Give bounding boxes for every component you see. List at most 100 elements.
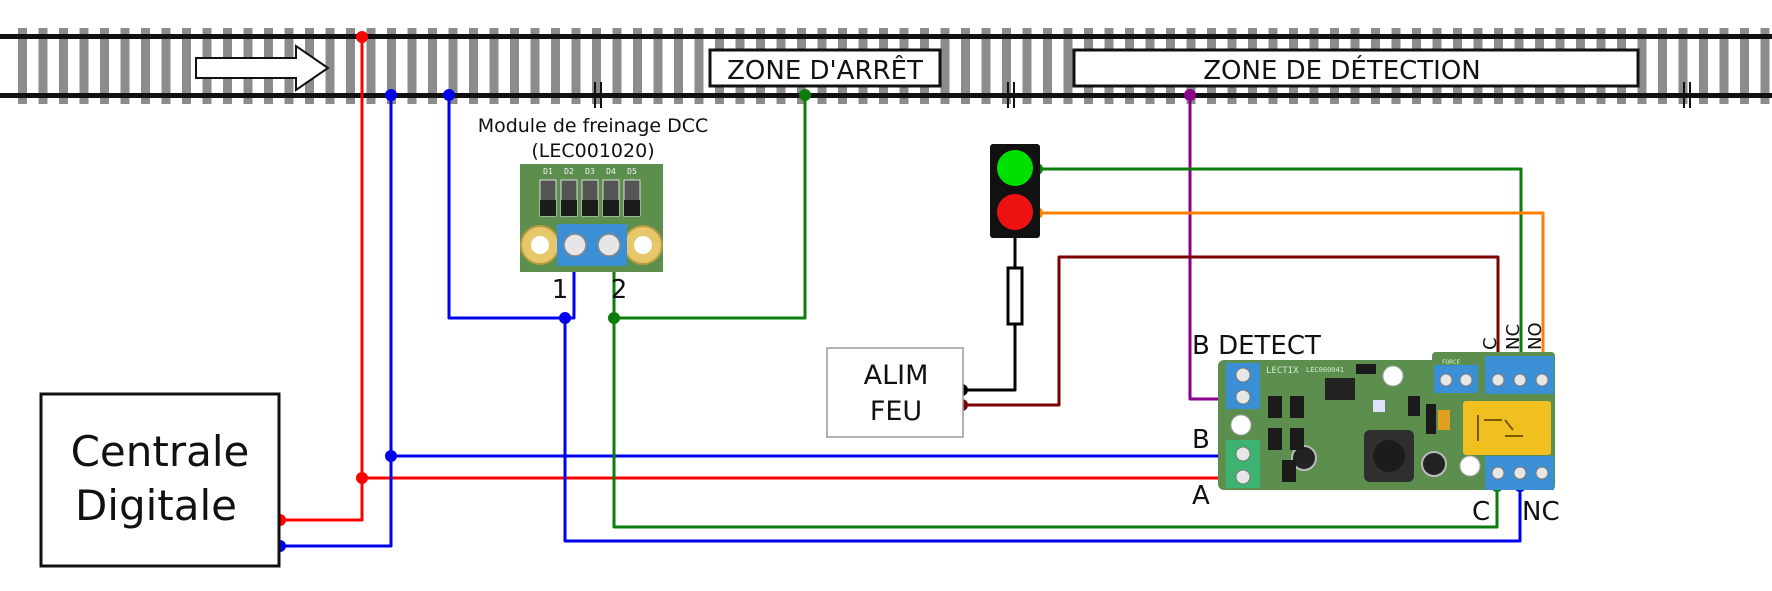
track-sleeper — [981, 28, 991, 104]
diode-label-1: D1 — [543, 167, 553, 176]
track-sleeper — [1022, 28, 1032, 104]
diode-label-2: D2 — [564, 167, 574, 176]
track-sleeper — [530, 28, 540, 104]
track-sleeper — [387, 28, 396, 104]
wire-blue-rail — [280, 95, 393, 548]
wire-red-rail — [280, 37, 364, 522]
module-title-line2: (LEC001020) — [531, 140, 654, 162]
relay-nc-bottom-label: NC — [1522, 497, 1560, 527]
track-sleeper — [346, 28, 355, 104]
diode-band-5 — [624, 200, 640, 216]
track-sleeper — [182, 28, 191, 104]
track-sleeper — [407, 28, 417, 104]
diode-label-3: D3 — [585, 167, 595, 176]
track-sleeper — [18, 28, 27, 104]
wire-blue-relay-nc — [563, 318, 1522, 543]
track-sleeper — [325, 28, 335, 104]
signal-green-lamp — [997, 150, 1033, 186]
track-sleeper — [510, 28, 519, 104]
module-title-line1: Module de freinage DCC — [478, 115, 709, 137]
wire-darkred-alim — [962, 255, 1500, 407]
diode-band-4 — [603, 200, 619, 216]
relay-c-bottom-label: C — [1472, 497, 1490, 527]
relay-no-top-label: NO — [1525, 322, 1546, 350]
centrale-line1: Centrale — [71, 427, 250, 476]
board-ref: LEC000041 — [1306, 366, 1344, 374]
zone-detection-label: ZONE DE DÉTECTION — [1072, 48, 1640, 88]
relay-nc-top-label: NC — [1503, 324, 1524, 350]
track-sleeper — [469, 28, 478, 104]
dot-blue-module-split — [559, 312, 571, 324]
track-sleeper — [1063, 28, 1073, 104]
alim-line1: ALIM — [864, 360, 929, 391]
direction-arrow-icon — [195, 44, 330, 92]
detector-board: LECTIX LEC000041 FORCE — [1218, 352, 1555, 490]
resistor-icon — [1006, 266, 1024, 326]
track-sleeper — [161, 28, 171, 104]
track-sleeper — [1719, 28, 1729, 104]
diode-band-2 — [561, 200, 577, 216]
track-sleeper — [1740, 28, 1749, 104]
rail-bottom — [0, 93, 1772, 98]
relay-c-top-label: C — [1480, 337, 1501, 350]
track-sleeper — [551, 28, 560, 104]
alim-feu-box: ALIM FEU — [826, 347, 964, 438]
track-sleeper — [448, 28, 458, 104]
wire-black-alim — [962, 324, 1017, 392]
zone-arret-label: ZONE D'ARRÊT — [708, 48, 942, 88]
input-a-label: A — [1192, 481, 1210, 511]
centrale-digitale-box: Centrale Digitale — [39, 392, 281, 568]
track-sleeper — [592, 28, 601, 104]
diode-label-4: D4 — [606, 167, 616, 176]
board-force: FORCE — [1442, 359, 1460, 366]
track-sleeper — [79, 28, 89, 104]
track-sleeper — [428, 28, 437, 104]
dot-purple-rail — [1184, 89, 1196, 101]
track-sleeper — [940, 28, 950, 104]
rail-insulator-3 — [1683, 82, 1691, 108]
wire-green-relay-c — [612, 318, 1499, 529]
dot-red-rail — [356, 31, 368, 43]
zone-arret-text: ZONE D'ARRÊT — [727, 54, 923, 86]
track-sleeper — [1760, 28, 1770, 104]
input-b-label: B — [1192, 425, 1210, 455]
track-sleeper — [38, 28, 48, 104]
dot-green-rail — [799, 89, 811, 101]
module-terminal-1-label: 1 — [552, 275, 569, 305]
wire-green-module-2 — [612, 95, 807, 320]
rail-top — [0, 34, 1772, 39]
track-sleeper — [489, 28, 499, 104]
track-sleeper — [1043, 28, 1052, 104]
diode-band-3 — [582, 200, 598, 216]
dot-blue-junction — [385, 450, 397, 462]
track-sleeper — [674, 28, 683, 104]
rail-insulator-2 — [1007, 82, 1015, 108]
dot-blue-rail-module — [443, 89, 455, 101]
centrale-line2: Digitale — [75, 481, 237, 530]
zone-detection-text: ZONE DE DÉTECTION — [1203, 54, 1481, 86]
track-sleeper — [633, 28, 642, 104]
board-brand: LECTIX — [1266, 366, 1299, 376]
wire-green-signal — [1037, 167, 1523, 368]
rail-insulator-1 — [594, 82, 602, 108]
wire-blue-module-1 — [447, 95, 576, 320]
track-sleeper — [1658, 28, 1667, 104]
track-sleeper — [1637, 28, 1647, 104]
signal-red-lamp — [997, 194, 1033, 230]
track-sleeper — [366, 28, 376, 104]
track-sleeper — [100, 28, 109, 104]
track-sleeper — [1002, 28, 1011, 104]
board-ic — [1325, 378, 1355, 400]
track-sleeper — [1699, 28, 1708, 104]
dot-green-module-split — [608, 312, 620, 324]
wires — [280, 37, 1545, 548]
track-sleeper — [120, 28, 130, 104]
diode-band-1 — [540, 200, 556, 216]
dot-red-junction — [356, 472, 368, 484]
track-sleeper — [1678, 28, 1688, 104]
track-sleeper — [571, 28, 581, 104]
wire-purple-detect — [1188, 95, 1228, 401]
